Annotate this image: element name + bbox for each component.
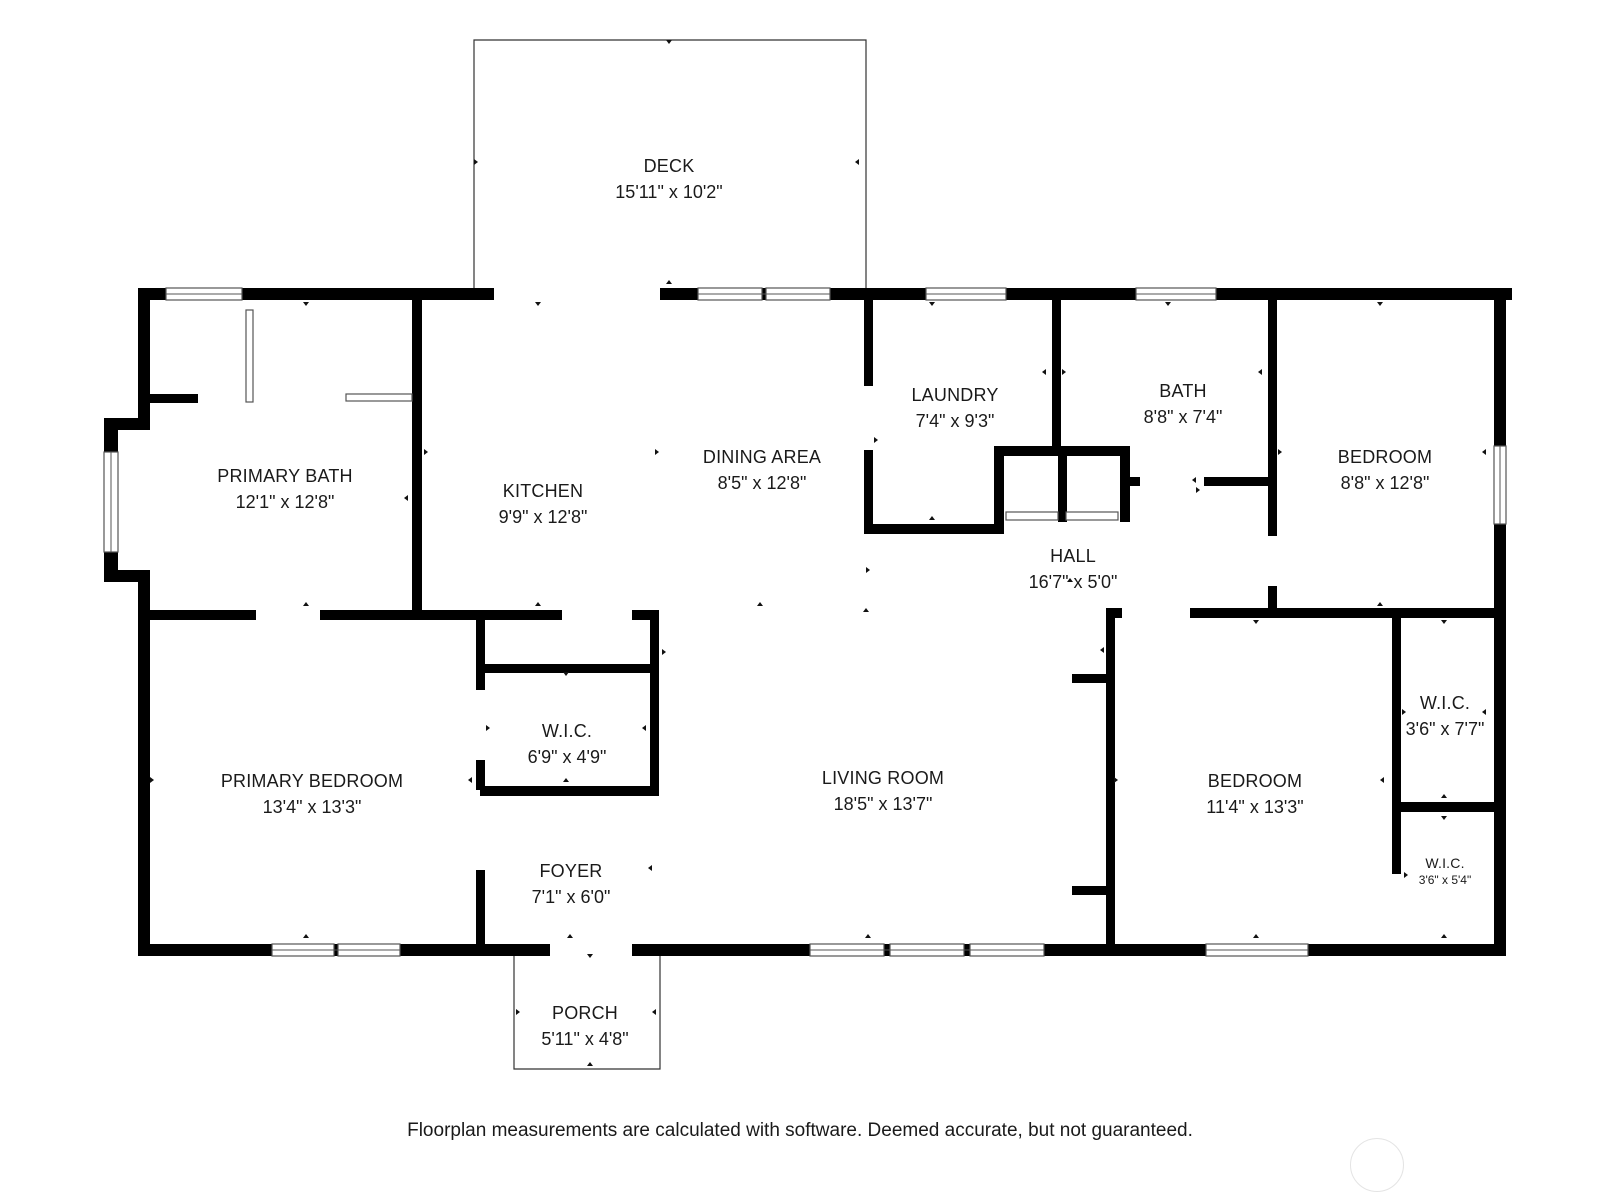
foyer-dimensions: 7'1" x 6'0" xyxy=(532,887,611,907)
dimension-marker xyxy=(1441,816,1447,820)
dimension-marker xyxy=(535,302,541,306)
primary-bath-label: PRIMARY BATH xyxy=(217,466,352,486)
dimension-marker xyxy=(652,1009,656,1015)
dimension-marker xyxy=(1482,709,1486,715)
deck-dimensions: 15'11" x 10'2" xyxy=(615,182,722,202)
primary-bath-dimensions: 12'1" x 12'8" xyxy=(236,492,335,512)
bath-dimensions: 8'8" x 7'4" xyxy=(1144,407,1223,427)
dimension-marker xyxy=(486,725,490,731)
dimension-marker xyxy=(648,865,652,871)
hall-label: HALL xyxy=(1050,546,1096,566)
kitchen-label: KITCHEN xyxy=(503,481,583,501)
exterior-walls xyxy=(104,288,1512,956)
dimension-marker xyxy=(655,449,659,455)
dimension-marker xyxy=(642,725,646,731)
bedroom-ne-label: BEDROOM xyxy=(1338,447,1432,467)
dimension-marker xyxy=(929,516,935,520)
dimension-marker xyxy=(303,934,309,938)
dimension-marker xyxy=(662,649,666,655)
dimension-marker xyxy=(587,954,593,958)
porch-label: PORCH xyxy=(552,1003,618,1023)
dimension-marker xyxy=(1100,647,1104,653)
primary-bedroom-dimensions: 13'4" x 13'3" xyxy=(263,797,362,817)
dimension-marker xyxy=(468,777,472,783)
wic-east-lower-dimensions: 3'6" x 5'4" xyxy=(1419,873,1471,887)
dimension-marker xyxy=(1441,620,1447,624)
dimension-marker xyxy=(757,602,763,606)
dimension-marker xyxy=(1402,709,1406,715)
dimension-marker xyxy=(1165,302,1171,306)
wic-east-lower-label: W.I.C. xyxy=(1425,855,1464,871)
dimension-marker xyxy=(866,567,870,573)
watermark-logo xyxy=(1350,1138,1404,1192)
dimension-marker xyxy=(1253,934,1259,938)
wic-center-dimensions: 6'9" x 4'9" xyxy=(528,747,607,767)
porch-outline xyxy=(513,956,661,1070)
dimension-marker xyxy=(1067,578,1073,582)
dimension-marker xyxy=(666,40,672,44)
laundry-label: LAUNDRY xyxy=(911,385,998,405)
dimension-marker xyxy=(303,302,309,306)
kitchen-dimensions: 9'9" x 12'8" xyxy=(499,507,588,527)
dimension-marker xyxy=(535,602,541,606)
dimension-marker xyxy=(1114,777,1118,783)
dimension-marker xyxy=(516,1009,520,1015)
bedroom-se-label: BEDROOM xyxy=(1208,771,1302,791)
primary-bedroom-label: PRIMARY BEDROOM xyxy=(221,771,403,791)
foyer-label: FOYER xyxy=(539,861,602,881)
living-room-dimensions: 18'5" x 13'7" xyxy=(834,794,933,814)
dimension-marker xyxy=(474,159,478,165)
interior-walls xyxy=(146,296,1500,952)
dimension-marker xyxy=(874,437,878,443)
wic-east-upper-label: W.I.C. xyxy=(1420,693,1470,713)
dimension-marker xyxy=(1380,777,1384,783)
dimension-marker xyxy=(1196,487,1200,493)
bedroom-se-dimensions: 11'4" x 13'3" xyxy=(1206,797,1303,817)
dimension-marker xyxy=(855,159,859,165)
dimension-marker xyxy=(1404,872,1408,878)
bedroom-ne-dimensions: 8'8" x 12'8" xyxy=(1341,473,1430,493)
wic-east-upper-dimensions: 3'6" x 7'7" xyxy=(1406,719,1485,739)
dimension-marker xyxy=(567,934,573,938)
windows xyxy=(103,287,1507,957)
dimension-marker xyxy=(1042,369,1046,375)
dimension-marker xyxy=(1062,369,1066,375)
dimension-marker xyxy=(863,608,869,612)
dimension-marker xyxy=(1377,302,1383,306)
dimension-marker xyxy=(1278,449,1282,455)
dining-area-dimensions: 8'5" x 12'8" xyxy=(718,473,807,493)
dimension-marker xyxy=(666,280,672,284)
room-labels: DECK 15'11" x 10'2" PRIMARY BATH 12'1" x… xyxy=(217,156,1484,1049)
dimension-marker xyxy=(587,1062,593,1066)
dimension-markers xyxy=(150,40,1486,1066)
laundry-dimensions: 7'4" x 9'3" xyxy=(916,411,995,431)
dimension-marker xyxy=(1441,934,1447,938)
dimension-marker xyxy=(1192,477,1196,483)
dimension-marker xyxy=(404,495,408,501)
porch-dimensions: 5'11" x 4'8" xyxy=(541,1029,628,1049)
dimension-marker xyxy=(1258,369,1262,375)
dimension-marker xyxy=(424,449,428,455)
dimension-marker xyxy=(150,777,154,783)
dimension-marker xyxy=(1482,449,1486,455)
dimension-marker xyxy=(563,778,569,782)
wic-center-label: W.I.C. xyxy=(542,721,592,741)
hall-dimensions: 16'7" x 5'0" xyxy=(1029,572,1118,592)
dimension-marker xyxy=(303,602,309,606)
dimension-marker xyxy=(929,302,935,306)
dining-area-label: DINING AREA xyxy=(703,447,821,467)
living-room-label: LIVING ROOM xyxy=(822,768,944,788)
dimension-marker xyxy=(1441,794,1447,798)
dimension-marker xyxy=(865,934,871,938)
closet-panels xyxy=(245,309,1119,521)
dimension-marker xyxy=(563,672,569,676)
disclaimer-text: Floorplan measurements are calculated wi… xyxy=(407,1120,1193,1141)
bath-label: BATH xyxy=(1159,381,1206,401)
deck-label: DECK xyxy=(644,156,695,176)
dimension-marker xyxy=(1253,620,1259,624)
dimension-marker xyxy=(1377,602,1383,606)
